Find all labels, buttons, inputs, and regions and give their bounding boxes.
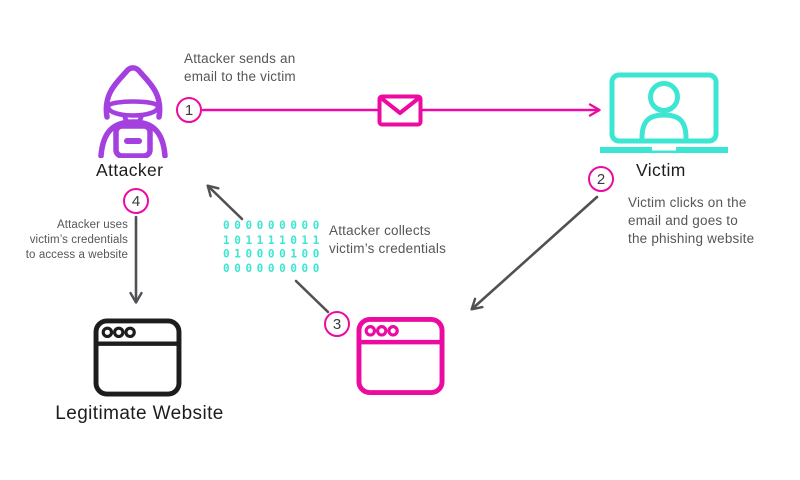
- step-4-number: 4: [131, 192, 141, 210]
- step-1-number: 1: [184, 101, 194, 119]
- legitimate-website-icon: [93, 318, 182, 397]
- step-4-badge: 4: [123, 188, 149, 214]
- step-1-note: Attacker sends an email to the victim: [184, 50, 296, 86]
- laptop-user-icon: [600, 72, 728, 153]
- step-3-note: Attacker collects victim’s credentials: [329, 222, 446, 258]
- email-envelope-icon: [377, 94, 423, 127]
- arrow-phishing-site-to-binary: [294, 279, 330, 314]
- arrow-binary-to-attacker: [206, 184, 244, 221]
- step-2-number: 2: [596, 170, 606, 188]
- hooded-hacker-icon: [98, 65, 168, 158]
- binary-row: 101111011: [223, 232, 325, 247]
- step-2-note-line: the phishing website: [628, 231, 755, 247]
- step-4-note-line: to access a website: [25, 249, 128, 262]
- phishing-website-icon: [356, 316, 445, 396]
- legitimate-website-label: Legitimate Website: [55, 403, 224, 424]
- step-1-note-line: email to the victim: [184, 69, 296, 85]
- step-1-note-line: Attacker sends an: [184, 51, 296, 66]
- binary-data-icon: 000000000 101111011 010000100 000000000: [223, 219, 324, 276]
- arrow-victim-to-phishing-site: [470, 195, 599, 311]
- binary-row: 000000000: [223, 218, 325, 233]
- step-4-note: Attacker uses victim’s credentials to ac…: [18, 218, 128, 264]
- step-4-note-line: Attacker uses: [57, 219, 128, 231]
- laptop-base: [600, 147, 728, 153]
- step-2-note-line: Victim clicks on the: [628, 195, 747, 210]
- binary-row: 000000000: [223, 261, 325, 275]
- binary-row: 010000100: [223, 247, 325, 261]
- victim-label: Victim: [636, 160, 686, 180]
- step-1-badge: 1: [176, 97, 202, 123]
- step-2-note-line: email and goes to: [628, 213, 738, 229]
- attacker-label: Attacker: [96, 160, 164, 180]
- step-4-note-line: victim’s credentials: [29, 234, 128, 247]
- step-3-note-line: victim’s credentials: [329, 241, 447, 257]
- step-3-badge: 3: [324, 311, 350, 337]
- step-2-badge: 2: [588, 166, 614, 192]
- step-3-number: 3: [332, 315, 342, 333]
- step-3-note-line: Attacker collects: [329, 223, 431, 238]
- step-2-note: Victim clicks on the email and goes to t…: [628, 194, 754, 248]
